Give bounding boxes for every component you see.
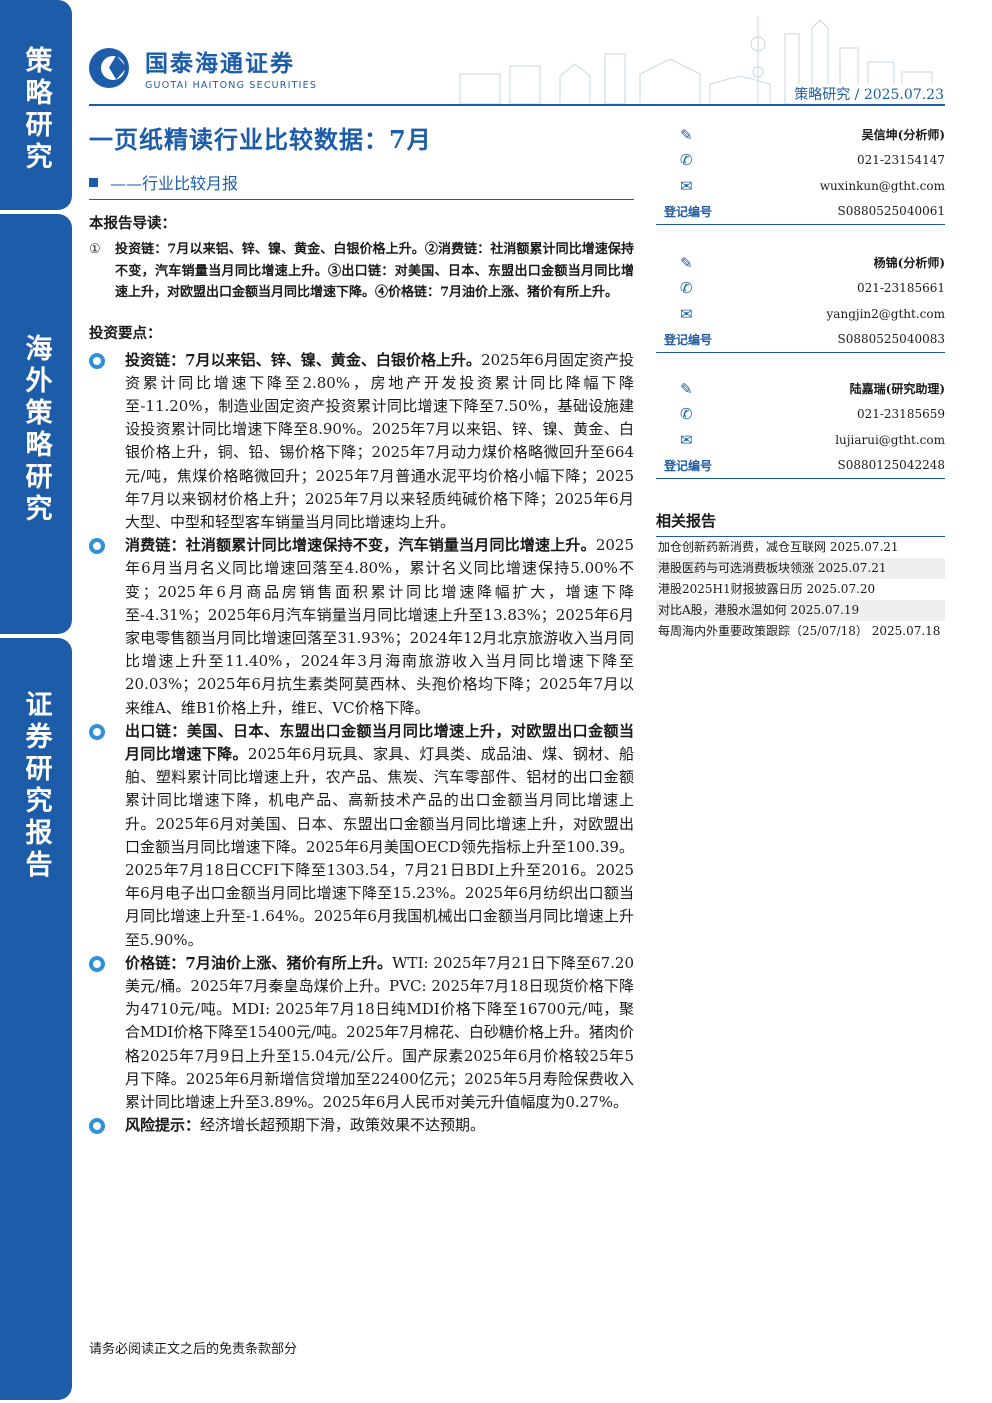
points-heading: 投资要点： [89,324,162,342]
guide-number: ① [89,242,101,257]
point-lead: 投资链：7月以来铝、锌、镍、黄金、白银价格上升。 [125,350,482,369]
pen-icon: ✎ [680,253,693,272]
analyst-card: ✎ 杨锦(分析师) ✆ 021-23185661 ✉ yangjin2@gtht.co… [656,250,945,353]
point-export-chain: 出口链：美国、日本、东盟出口金额当月同比增速上升，对欧盟出口金额当月同比增速下降… [89,720,634,952]
analyst-phone: 021-23154147 [856,153,945,168]
analyst-reg-number: S0880125042248 [837,458,945,473]
pen-icon: ✎ [680,125,693,144]
point-lead: 出口链：美国、日本、东盟出口金额当月同比增速上升，对欧盟出口金额当月同比增速下降… [125,721,634,763]
square-bullet-icon [89,177,98,187]
report-category-date: 策略研究 / 2025.07.23 [790,84,944,104]
phone-icon: ✆ [680,279,693,298]
guide-text: 投资链：7月以来铝、锌、镍、黄金、白银价格上升。②消费链：社消额累计同比增速保持… [115,242,634,300]
company-logo: 国泰海通证券 GUOTAI HAITONG SECURITIES [89,44,317,91]
related-report-link[interactable]: 加仓创新药新消费，减仓互联网 2025.07.21 [658,540,899,554]
point-consumption-chain: 消费链：社消额累计同比增速保持不变，汽车销量当月同比增速上升。2025年6月当月… [89,534,634,720]
analyst-divider [656,352,945,353]
subtitle-text: ——行业比较月报 [110,174,239,193]
circle-bullet-icon [89,538,111,555]
point-lead: 风险提示： [125,1116,201,1135]
analyst-reg-number: S0880525040083 [837,332,945,347]
phone-icon: ✆ [680,405,693,424]
pen-icon: ✎ [680,379,693,398]
phone-icon: ✆ [680,151,693,170]
analyst-phone: 021-23185659 [856,407,945,422]
analyst-email[interactable]: lujiarui@gtht.com [835,432,945,447]
analyst-name: 陆嘉瑞(研究助理) [849,382,945,397]
reg-label: 登记编号 [664,332,713,347]
side-tab-label: 策略研究 [20,46,52,174]
report-title: 一页纸精读行业比较数据：7月 [89,125,432,154]
report-subtitle: ——行业比较月报 [89,170,238,194]
company-name-cn: 国泰海通证券 [145,51,295,77]
analyst-divider [656,224,945,225]
related-report-link[interactable]: 港股医药与可选消费板块领涨 2025.07.21 [656,558,945,579]
point-body: 2025年6月玩具、家具、灯具类、成品油、煤、钢材、船舶、塑料累计同比增速上升，… [125,744,634,949]
related-report-link[interactable]: 港股2025H1财报披露日历 2025.07.20 [658,582,876,596]
analyst-phone: 021-23185661 [856,281,945,296]
related-report-link[interactable]: 对比A股，港股水温如何 2025.07.19 [656,600,945,621]
city-skyline-illustration [459,16,933,105]
mail-icon: ✉ [680,430,693,449]
analyst-name: 吴信坤(分析师) [861,128,945,143]
point-body: WTI: 2025年7月21日下降至67.20美元/桶。2025年7月秦皇岛煤价… [125,953,634,1111]
header-divider [89,104,945,106]
side-tab-strategy: 策略研究 [0,0,72,210]
mail-icon: ✉ [680,176,693,195]
main-content: 本报告导读： ① 投资链：7月以来铝、锌、镍、黄金、白银价格上升。②消费链：社消… [89,212,634,1137]
point-lead: 消费链：社消额累计同比增速保持不变，汽车销量当月同比增速上升。 [125,536,596,555]
related-reports-heading: 相关报告 [656,510,945,537]
point-risk-warning: 风险提示：经济增长超预期下滑，政策效果不达预期。 [89,1114,634,1137]
related-reports-list: 加仓创新药新消费，减仓互联网 2025.07.21 港股医药与可选消费板块领涨 … [656,537,945,642]
point-lead: 价格链：7月油价上涨、猪价有所上升。 [125,953,393,972]
analyst-email[interactable]: wuxinkun@gtht.com [819,178,945,193]
logo-mark-icon [89,46,139,90]
side-tab-securities-report: 证券研究报告 [0,638,72,1400]
point-investment-chain: 投资链：7月以来铝、锌、镍、黄金、白银价格上升。2025年6月固定资产投资累计同… [89,349,634,535]
guide-summary: ① 投资链：7月以来铝、锌、镍、黄金、白银价格上升。②消费链：社消额累计同比增速… [89,239,634,304]
point-body: 经济增长超预期下滑，政策效果不达预期。 [200,1116,486,1135]
analyst-name: 杨锦(分析师) [873,256,945,271]
mail-icon: ✉ [680,304,693,323]
reg-label: 登记编号 [664,204,713,219]
company-name-en: GUOTAI HAITONG SECURITIES [145,80,318,91]
point-body: 2025年6月当月名义同比增速回落至4.80%，累计名义同比增速保持5.00%不… [125,536,634,717]
analyst-divider [656,478,945,479]
disclaimer-note: 请务必阅读正文之后的免责条款部分 [89,1342,298,1357]
related-report-link[interactable]: 每周海内外重要政策跟踪（25/07/18） 2025.07.18 [658,624,941,638]
circle-bullet-icon [89,723,111,740]
analyst-card: ✎ 吴信坤(分析师) ✆ 021-23154147 ✉ wuxinkun@gtht.c… [656,122,945,225]
analyst-email[interactable]: yangjin2@gtht.com [826,306,945,321]
guide-heading: 本报告导读： [89,215,176,232]
analyst-card: ✎ 陆嘉瑞(研究助理) ✆ 021-23185659 ✉ lujiarui@gtht.… [656,376,945,479]
point-price-chain: 价格链：7月油价上涨、猪价有所上升。WTI: 2025年7月21日下降至67.2… [89,952,634,1114]
circle-bullet-icon [89,352,111,369]
reg-label: 登记编号 [664,458,713,473]
circle-bullet-icon [89,955,111,972]
point-body: 2025年6月固定资产投资累计同比增速下降至2.80%，房地产开发投资累计同比降… [125,350,634,531]
circle-bullet-icon [89,1118,111,1135]
analyst-reg-number: S0880525040061 [837,204,945,219]
side-tab-label: 海外策略研究 [20,334,52,526]
side-tab-overseas: 海外策略研究 [0,214,72,634]
side-tab-label: 证券研究报告 [20,690,52,882]
title-divider [89,199,634,200]
